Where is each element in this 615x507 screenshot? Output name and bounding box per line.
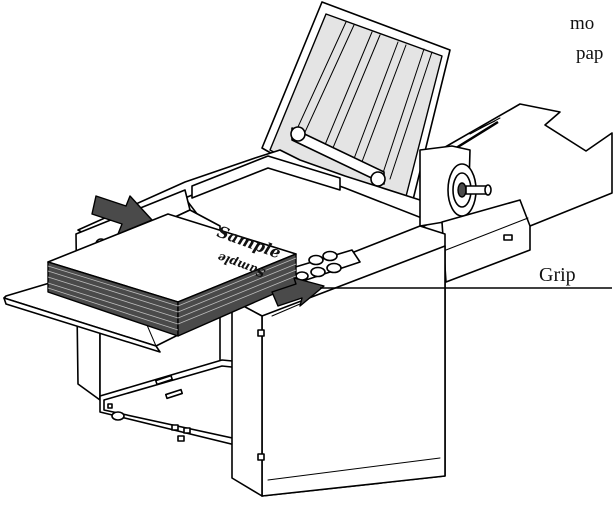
control-button	[322, 250, 338, 262]
direction-arrow	[271, 277, 325, 307]
text-fragment-second: pap	[576, 43, 604, 64]
roller-wheel	[419, 145, 492, 227]
control-button	[326, 262, 342, 274]
control-panel	[291, 249, 361, 283]
grip-callout-label: Grip	[539, 264, 576, 286]
direction-arrow	[91, 195, 153, 235]
control-button	[308, 254, 324, 266]
control-button	[310, 266, 326, 278]
text-fragment-top: mo	[570, 13, 595, 34]
